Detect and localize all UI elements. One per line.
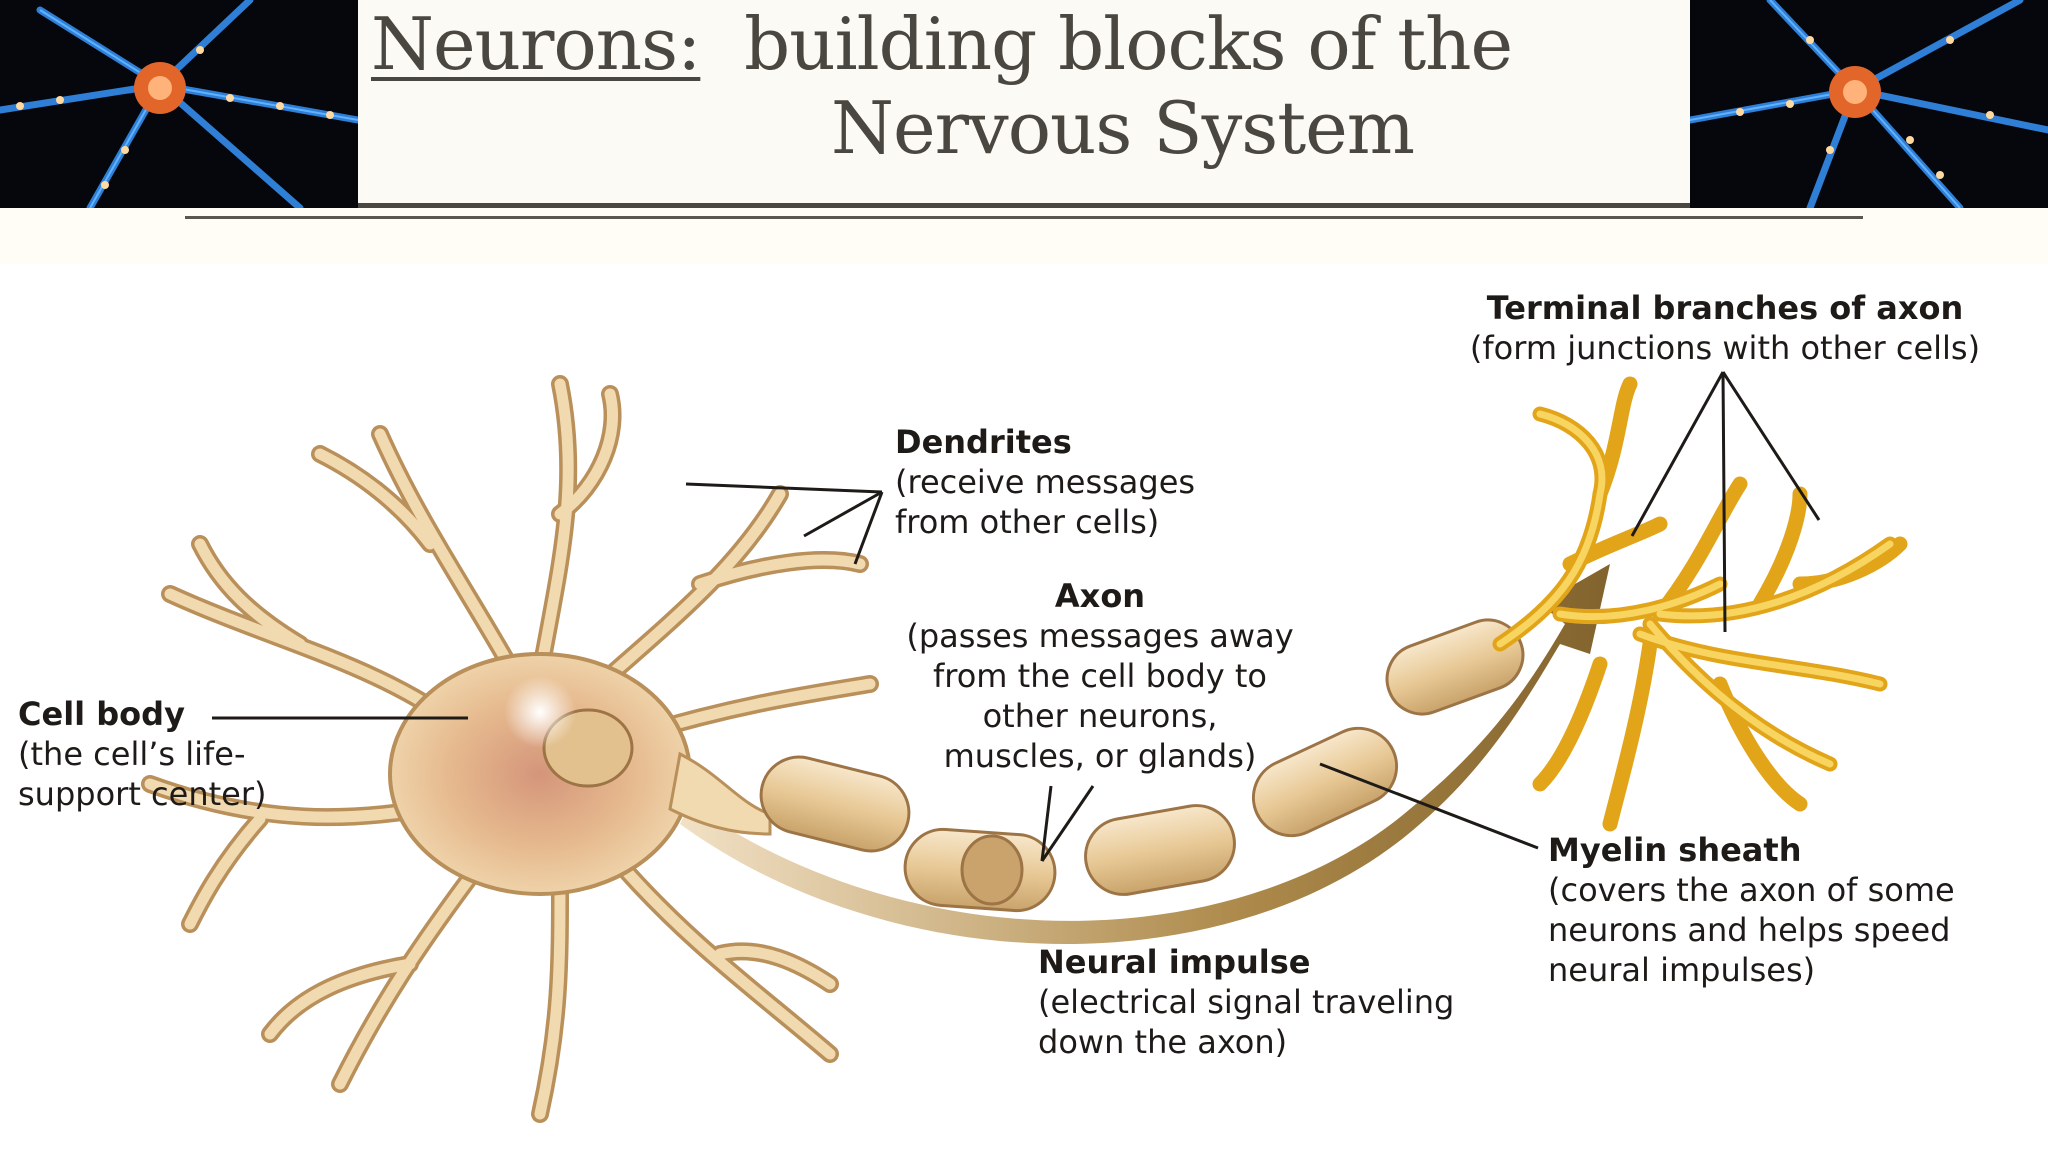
title-underlined-word: Neurons: bbox=[371, 2, 701, 86]
label-neural-impulse: Neural impulse (electrical signal travel… bbox=[1038, 942, 1454, 1062]
label-myelin-line3: neural impulses) bbox=[1548, 951, 1816, 989]
neuron-illustration bbox=[141, 371, 1908, 1123]
neuron-photo-left bbox=[0, 0, 358, 208]
label-myelin-sheath: Myelin sheath (covers the axon of some n… bbox=[1548, 830, 1955, 990]
label-terminal-line1: (form junctions with other cells) bbox=[1469, 329, 1981, 367]
terminal-branches-inner bbox=[1496, 410, 1894, 768]
title-panel: Neurons: building blocks of the Nervous … bbox=[358, 0, 1690, 208]
neuron-photo-right bbox=[1690, 0, 2048, 208]
label-dendrites: Dendrites (receive messages from other c… bbox=[895, 422, 1195, 542]
label-myelin-line1: (covers the axon of some bbox=[1548, 871, 1955, 909]
label-axon-heading: Axon bbox=[1054, 577, 1146, 615]
neuron-diagram: Cell body (the cell’s life- support cent… bbox=[0, 264, 2048, 1152]
label-cell-body-line1: (the cell’s life- bbox=[18, 735, 246, 773]
label-impulse-heading: Neural impulse bbox=[1038, 943, 1311, 981]
dendrites-inner bbox=[144, 378, 876, 1120]
label-dendrites-heading: Dendrites bbox=[895, 423, 1072, 461]
label-dendrites-line2: from other cells) bbox=[895, 503, 1160, 541]
label-impulse-line1: (electrical signal traveling bbox=[1038, 983, 1455, 1021]
label-myelin-heading: Myelin sheath bbox=[1548, 831, 1802, 869]
neural-impulse-arrow bbox=[680, 564, 1610, 944]
label-cell-body-heading: Cell body bbox=[18, 695, 185, 733]
label-axon-line4: muscles, or glands) bbox=[943, 737, 1257, 775]
label-terminal-heading: Terminal branches of axon bbox=[1486, 289, 1964, 327]
label-axon-line1: (passes messages away bbox=[906, 617, 1294, 655]
label-cell-body: Cell body (the cell’s life- support cent… bbox=[18, 694, 266, 814]
title-line-2: Nervous System bbox=[831, 86, 1415, 170]
leader-lines bbox=[212, 371, 1821, 862]
label-cell-body-line2: support center) bbox=[18, 775, 267, 813]
title-rest: building blocks of the bbox=[744, 2, 1513, 86]
label-axon-line3: other neurons, bbox=[982, 697, 1218, 735]
label-myelin-line2: neurons and helps speed bbox=[1548, 911, 1951, 949]
title-line-1: Neurons: building blocks of the bbox=[371, 2, 1513, 86]
label-terminal-branches: Terminal branches of axon (form junction… bbox=[1425, 288, 2025, 368]
label-axon: Axon (passes messages away from the cell… bbox=[870, 576, 1330, 776]
label-impulse-line2: down the axon) bbox=[1038, 1023, 1288, 1061]
title-divider bbox=[185, 216, 1863, 219]
label-axon-line2: from the cell body to bbox=[933, 657, 1267, 695]
label-dendrites-line1: (receive messages bbox=[895, 463, 1196, 501]
